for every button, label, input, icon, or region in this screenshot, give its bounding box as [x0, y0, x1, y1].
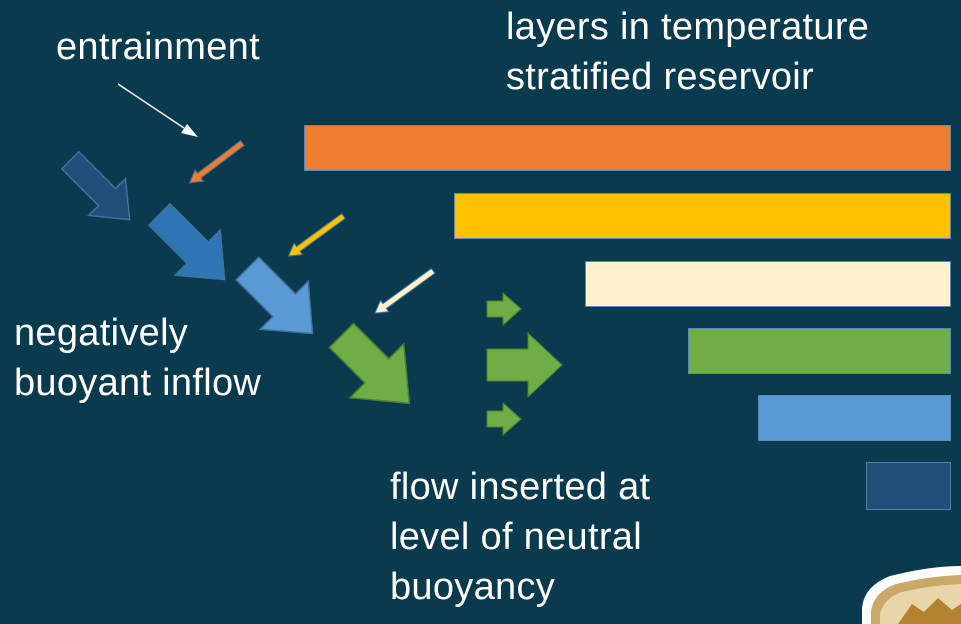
insertion-label-line-3: buoyancy — [390, 566, 556, 608]
insertion-arrow-icon — [486, 331, 563, 399]
inflow-arrow-icon — [147, 202, 226, 281]
entrainment-arrow-icon — [287, 212, 346, 257]
layers-title-line-1: layers in temperature — [506, 6, 870, 48]
inflow-arrow-icon — [235, 256, 314, 335]
insertion-label: flow inserted at level of neutral buoyan… — [390, 462, 650, 612]
entrainment-arrow-icon — [374, 267, 436, 314]
entrainment-label: entrainment — [56, 26, 260, 68]
layer-bar-6 — [866, 462, 951, 510]
inflow-label-line-1: negatively — [14, 312, 189, 354]
insertion-label-line-1: flow inserted at — [390, 466, 651, 508]
layer-bar-1 — [304, 125, 951, 171]
layers-title: layers in temperature stratified reservo… — [506, 2, 869, 102]
entrainment-arrow-icon — [188, 140, 245, 184]
inflow-label: negatively buoyant inflow — [14, 308, 261, 408]
layer-bar-4 — [688, 328, 951, 374]
inflow-arrow-icon — [60, 150, 131, 221]
insertion-label-line-2: level of neutral — [390, 516, 642, 558]
logo-icon — [862, 566, 961, 624]
insertion-arrow-icon — [486, 401, 522, 437]
inflow-arrow-icon — [328, 322, 411, 405]
layer-bar-3 — [585, 261, 951, 307]
layer-bar-2 — [454, 193, 951, 239]
insertion-arrow-icon — [486, 291, 522, 327]
layers-title-line-2: stratified reservoir — [506, 56, 814, 98]
entrainment-pointer-icon — [117, 83, 198, 137]
layer-bar-5 — [758, 395, 951, 441]
inflow-label-line-2: buoyant inflow — [14, 362, 262, 404]
